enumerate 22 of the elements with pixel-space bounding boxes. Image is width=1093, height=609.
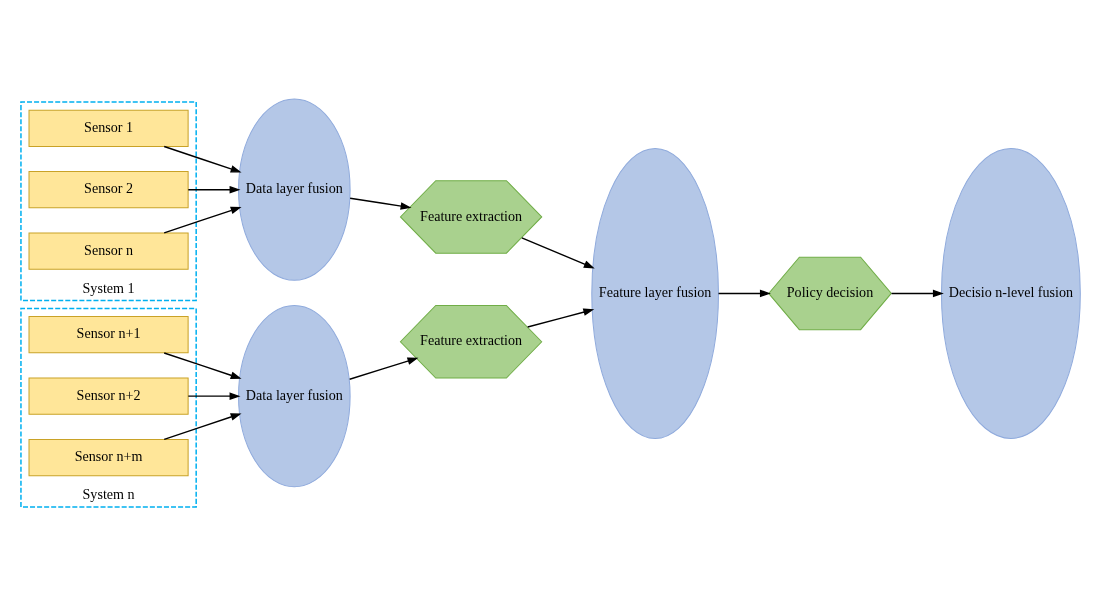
- arrow: [163, 413, 242, 440]
- arrow: [521, 237, 595, 269]
- arrow: [717, 289, 771, 298]
- arrow: [890, 289, 944, 298]
- node-box: Sensor n: [28, 232, 189, 270]
- node-box: Sensor 2: [28, 171, 189, 209]
- node-box: Sensor n+m: [28, 438, 189, 477]
- arrow: [527, 308, 595, 328]
- node-ellipse: Data layer fusion: [238, 98, 351, 281]
- arrow: [187, 185, 241, 194]
- node-box: Sensor n+2: [28, 377, 189, 415]
- arrow: [163, 145, 242, 173]
- arrow: [163, 206, 242, 234]
- node-ellipse: Data layer fusion: [238, 305, 351, 488]
- node-ellipse: Decisio n-level fusion: [940, 147, 1081, 439]
- arrow: [187, 392, 241, 400]
- arrow: [348, 357, 419, 380]
- node-box: Sensor n+1: [28, 316, 189, 354]
- node-ellipse: Feature layer fusion: [591, 147, 719, 439]
- node-box: Sensor 1: [28, 109, 189, 147]
- arrow: [349, 197, 412, 210]
- arrow: [163, 352, 242, 379]
